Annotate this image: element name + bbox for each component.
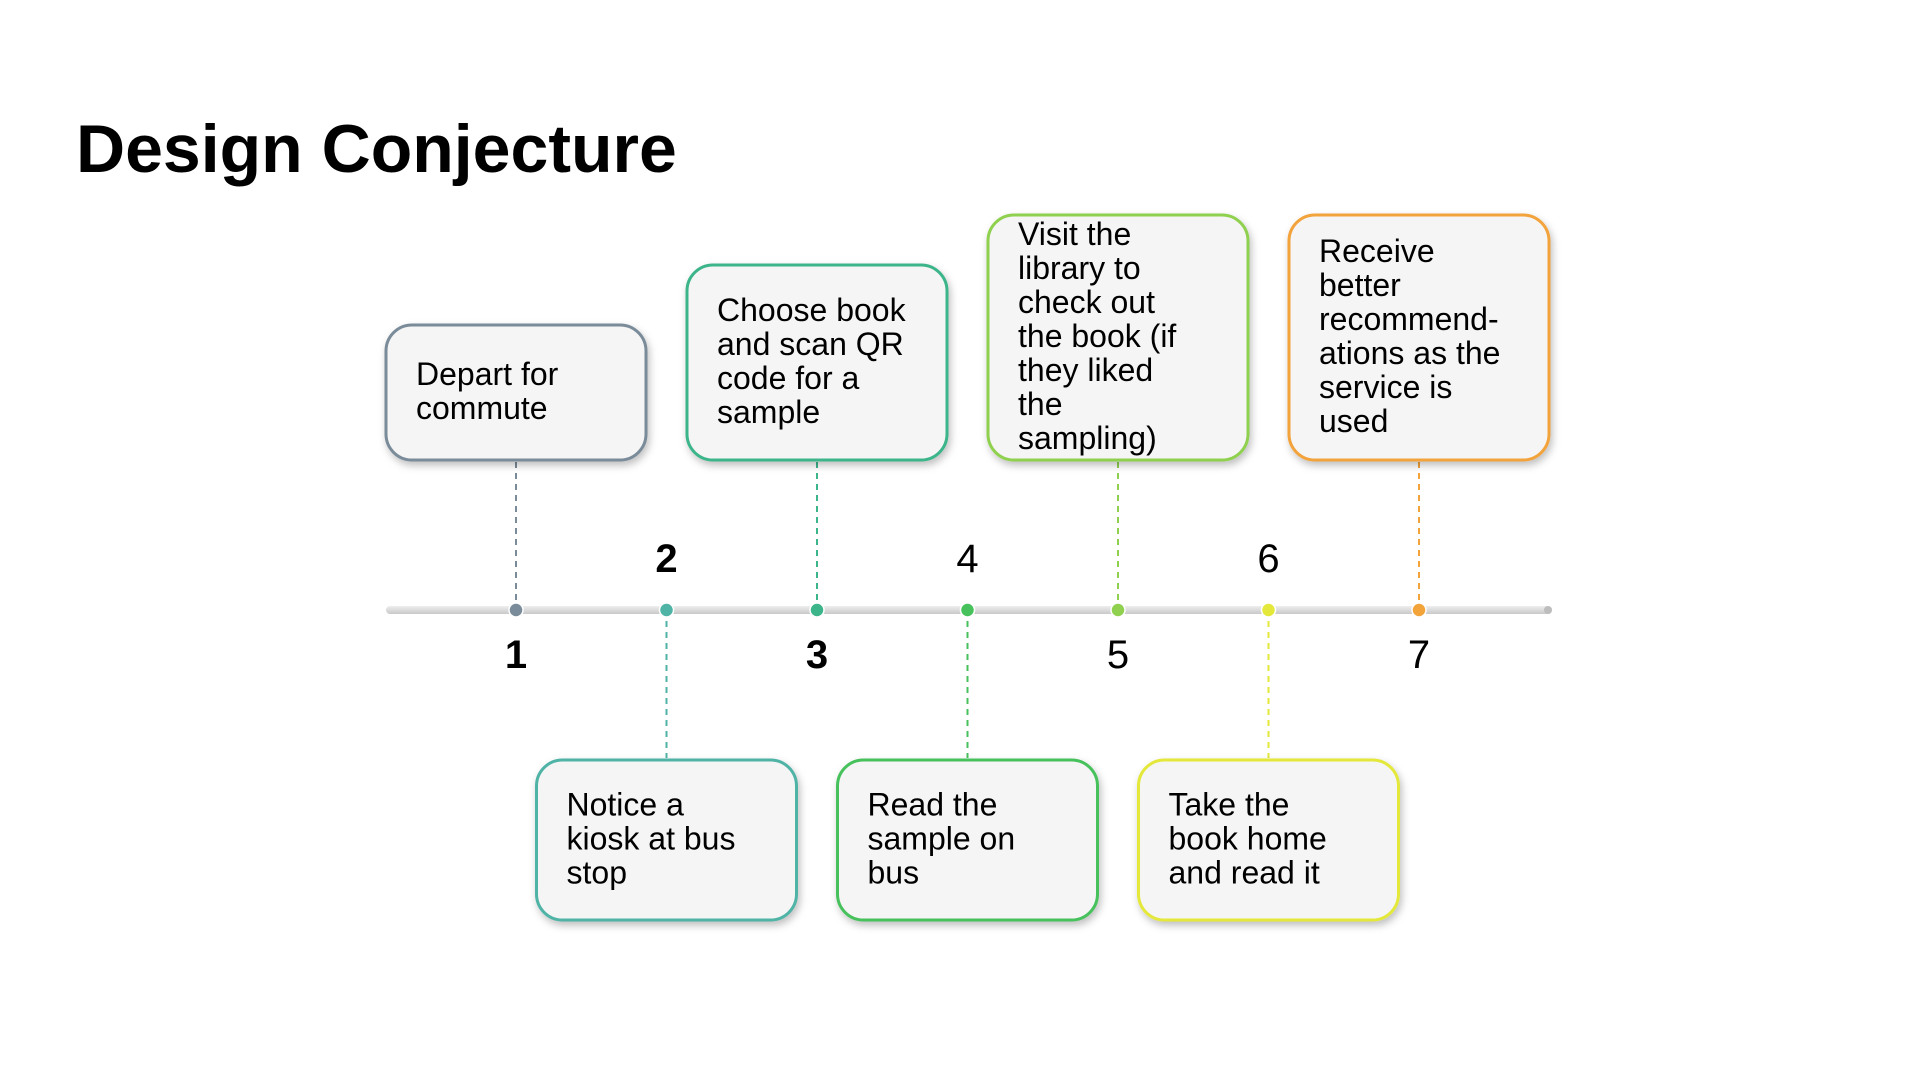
timeline-marker-step-1 [508,602,524,618]
step-label-line: Take the [1169,787,1290,823]
step-label-line: Receive [1319,233,1435,269]
timeline-axis-end [1544,606,1552,614]
step-box-frame [1137,758,1400,922]
step-box-frame [535,758,798,922]
step-number-7: 7 [1408,633,1430,677]
step-label-line: kiosk at bus [567,821,736,857]
step-box-frame [384,323,648,462]
step-label-line: Visit the [1018,216,1131,252]
step-label-line: stop [567,855,627,891]
step-label-line: service is [1319,369,1452,405]
step-label-line: and scan QR [717,326,904,362]
timeline-marker-step-3 [809,602,825,618]
step-label-line: recommend- [1319,301,1499,337]
step-label-line: bus [868,855,920,891]
step-box-frame [1287,213,1551,462]
step-number-4: 4 [956,537,978,581]
step-number-3: 3 [806,633,828,677]
step-label-line: the book (if [1018,318,1176,354]
timeline-marker-step-5 [1110,602,1126,618]
step-label-line: book home [1169,821,1327,857]
step-number-1: 1 [505,633,527,677]
step-label-line: sampling) [1018,420,1157,456]
step-label-line: Notice a [567,787,685,823]
step-label-line: code for a [717,360,860,396]
step-label-line: Choose book [717,292,907,328]
step-label-line: they liked [1018,352,1153,388]
step-label-line: used [1319,403,1388,439]
timeline-marker-step-7 [1411,602,1427,618]
step-label-line: commute [416,390,548,426]
step-label-line: check out [1018,284,1155,320]
step-box-frame [836,758,1099,922]
step-label-line: Depart for [416,356,559,392]
timeline-marker-step-2 [658,602,675,618]
step-number-6: 6 [1257,537,1279,581]
step-label-line: library to [1018,250,1141,286]
step-label-line: Read the [868,787,998,823]
slide-title: Design Conjecture [76,111,677,187]
step-number-5: 5 [1107,633,1129,677]
timeline-marker-step-6 [1260,602,1277,618]
step-label-line: the [1018,386,1062,422]
step-box-frame [986,213,1250,462]
step-box-frame [685,263,949,462]
step-number-2: 2 [655,537,677,581]
step-label-line: better [1319,267,1401,303]
step-label-line: and read it [1169,855,1320,891]
timeline-marker-step-4 [959,602,976,618]
step-label-line: sample on [868,821,1016,857]
step-label-line: ations as the [1319,335,1500,371]
step-label-line: sample [717,394,820,430]
